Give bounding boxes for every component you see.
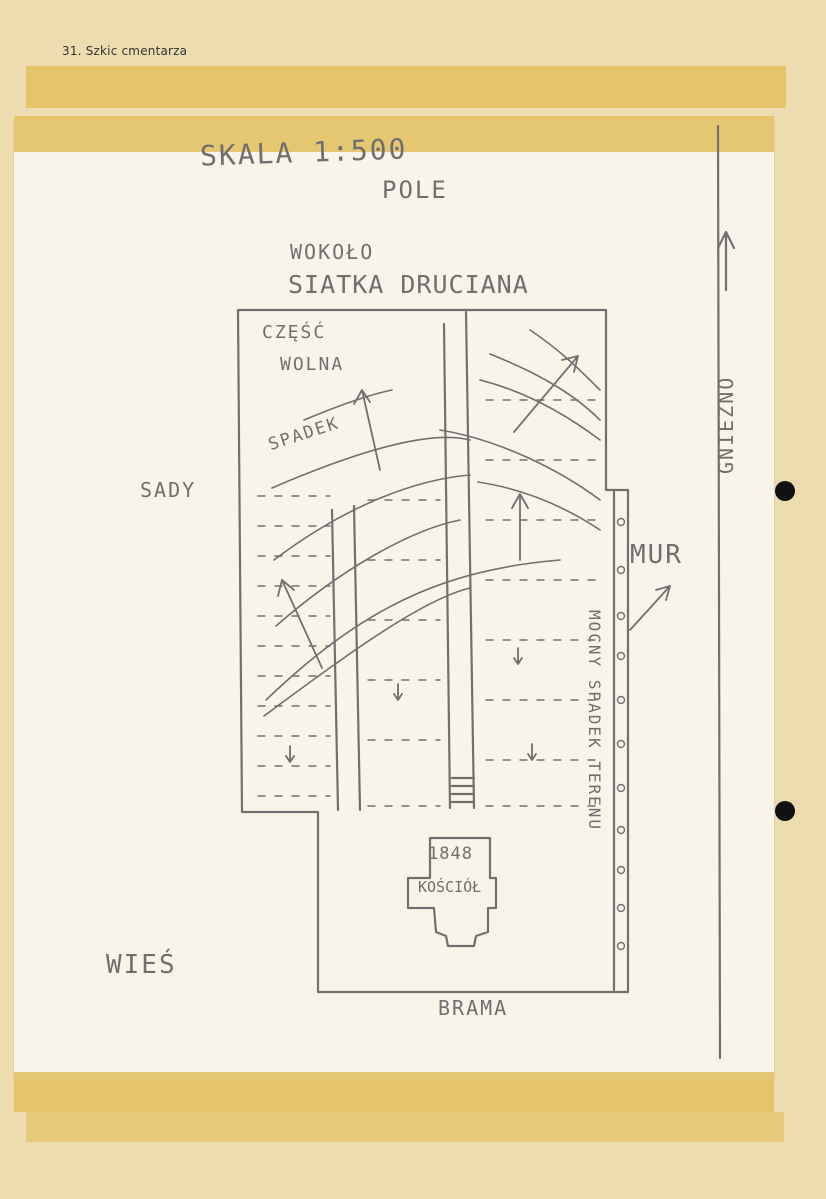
sketch-sheet [14,120,774,1080]
field-label: POLE [382,176,448,204]
page-caption: 31. Szkic cmentarza [62,44,188,58]
wall-label: MUR [630,540,683,570]
bottom-tape-strip [26,1112,784,1142]
free-part-label-2: WOLNA [280,354,345,375]
steep-slope-label: MOCNY SPADEK TERENU [585,610,604,832]
side-alley-line-1 [330,508,340,812]
gate-label: BRAMA [438,996,509,1020]
bottom-tape-band [14,1072,774,1112]
main-alley-right-line [464,310,476,810]
top-tape-band [14,116,774,152]
cemetery-outline [236,308,630,994]
church-year-label: 1848 [428,844,473,864]
slope-arrows [277,355,671,763]
around-label: WOKOŁO [290,240,375,264]
wall-posts [616,517,626,951]
binder-hole-top [775,481,795,501]
binder-hole-bottom [775,801,795,821]
road-gniezno-label: GNIEZNO [714,375,738,474]
alley-stairs [450,776,476,804]
wire-fence-label: SIATKA DRUCIANA [288,270,529,299]
grave-dashes [257,399,601,807]
church-label: KOŚCIÓŁ [418,878,482,896]
free-part-label-1: CZĘŚĆ [262,322,327,343]
orchards-label: SADY [140,478,197,502]
road-line [716,124,722,1060]
church-outline [406,836,498,948]
main-alley-left-line [442,322,452,810]
village-label: WIEŚ [106,950,177,980]
top-tape-strip [26,66,786,108]
contour-lines [263,329,601,717]
road-arrow [716,230,736,292]
side-alley-line-2 [352,504,362,812]
